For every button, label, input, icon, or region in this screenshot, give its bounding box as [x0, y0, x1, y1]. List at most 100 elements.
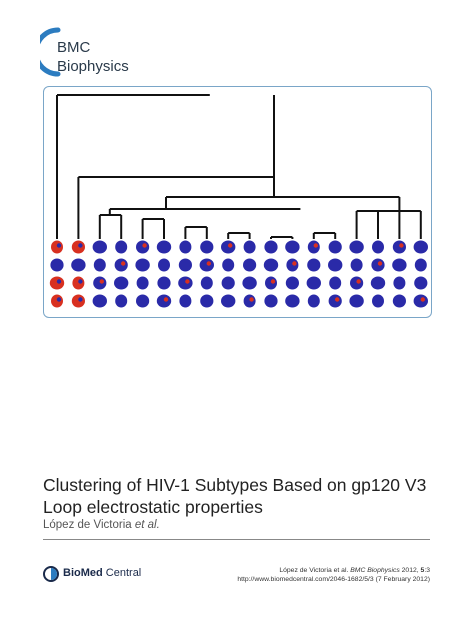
- citation-line1: López de Victoria et al. BMC Biophysics …: [237, 566, 430, 575]
- molecule-surface: [136, 276, 149, 290]
- molecule-surface: [370, 276, 386, 290]
- citation-block: López de Victoria et al. BMC Biophysics …: [237, 566, 430, 584]
- molecule-surface: [243, 240, 256, 254]
- molecule-surface: [92, 240, 107, 254]
- charge-patch: [228, 243, 233, 248]
- molecule-surface: [349, 240, 364, 254]
- charge-patch: [56, 261, 62, 266]
- molecule-surface: [115, 294, 128, 308]
- molecule-surface: [413, 240, 428, 254]
- molecule-surface: [306, 276, 321, 290]
- dendrogram-figure: [49, 94, 428, 308]
- logo-arc-icon: [40, 27, 61, 77]
- charge-patch: [56, 297, 62, 302]
- molecule-surface: [264, 294, 278, 308]
- charge-patch: [163, 297, 169, 302]
- molecule-surface: [93, 258, 106, 272]
- citation-year: 2012,: [399, 567, 421, 574]
- author-suffix: et al.: [134, 519, 160, 531]
- molecule-surface: [221, 276, 235, 290]
- molecule-surface: [221, 294, 236, 308]
- charge-patch: [56, 243, 62, 248]
- molecule-surface: [350, 276, 364, 290]
- molecule-surface: [179, 240, 192, 254]
- molecule-surface: [392, 294, 406, 308]
- molecule-surface: [51, 294, 63, 308]
- molecule-surface: [92, 294, 107, 308]
- molecule-surface: [200, 240, 214, 254]
- publisher-name-regular: Central: [102, 567, 142, 579]
- cover-figure: [43, 86, 432, 318]
- molecule-surface: [285, 294, 300, 308]
- molecule-surface: [329, 276, 342, 290]
- molecule-surface: [199, 258, 214, 272]
- charge-patch: [399, 243, 404, 248]
- molecule-surface: [178, 258, 192, 272]
- charge-patch: [78, 279, 83, 284]
- molecule-surface: [264, 240, 278, 254]
- charge-patch: [377, 261, 383, 266]
- charge-patch: [121, 261, 126, 266]
- molecule-surface: [372, 294, 384, 308]
- molecule-surface: [136, 240, 150, 254]
- molecule-surface: [221, 240, 236, 254]
- biomed-central-icon: [43, 566, 59, 582]
- molecule-surface: [285, 276, 299, 290]
- molecule-surface: [307, 240, 320, 254]
- molecule-surface: [156, 240, 172, 254]
- charge-patch: [292, 261, 297, 266]
- molecule-surface: [178, 276, 193, 290]
- molecule-surface: [157, 276, 171, 290]
- charge-patch: [335, 297, 340, 302]
- molecule-surface: [49, 276, 65, 290]
- molecule-surface: [115, 240, 128, 254]
- charge-patch: [78, 243, 83, 248]
- charge-patch: [270, 279, 276, 284]
- molecule-surface: [71, 294, 85, 308]
- molecule-surface: [349, 294, 364, 308]
- molecule-surface: [328, 294, 342, 308]
- molecule-surface: [392, 258, 407, 272]
- molecule-surface: [242, 276, 257, 290]
- molecule-surface: [243, 294, 256, 308]
- citation-volume: 5: [420, 567, 425, 574]
- molecule-surface: [371, 258, 385, 272]
- molecule-surface: [51, 240, 63, 254]
- molecule-surface: [93, 276, 107, 290]
- journal-name: BMC Biophysics: [57, 38, 129, 76]
- molecule-surface: [307, 294, 320, 308]
- charge-patch: [78, 261, 83, 266]
- molecule-surface: [158, 258, 170, 272]
- molecule-surface: [372, 240, 384, 254]
- publisher-name: BioMed Central: [63, 567, 141, 579]
- charge-patch: [56, 279, 62, 284]
- charge-patch: [185, 279, 190, 284]
- molecule-surface: [414, 276, 428, 290]
- charge-patch: [78, 297, 83, 302]
- molecule-surface: [414, 258, 427, 272]
- citation-url: http://www.biomedcentral.com/2046-1682/5…: [237, 576, 430, 583]
- molecule-surface: [328, 240, 342, 254]
- molecule-surface: [265, 276, 277, 290]
- molecule-surface: [200, 294, 214, 308]
- molecule-surface: [135, 258, 150, 272]
- journal-name-line2: Biophysics: [57, 58, 129, 75]
- molecule-surface: [200, 276, 213, 290]
- molecule-surface: [413, 294, 428, 308]
- publisher-logo: BioMed Central: [43, 565, 153, 583]
- molecule-surface: [307, 258, 321, 272]
- author-name: López de Victoria: [43, 519, 132, 531]
- molecule-surface: [328, 258, 343, 272]
- molecule-surface: [50, 258, 64, 272]
- molecule-surface: [393, 276, 406, 290]
- journal-logo: BMC Biophysics: [40, 26, 160, 86]
- molecule-surface: [114, 276, 129, 290]
- title-divider: [43, 539, 430, 540]
- article-title: Clustering of HIV-1 Subtypes Based on gp…: [43, 475, 427, 517]
- molecule-surface: [263, 258, 279, 272]
- molecule-surface: [285, 240, 300, 254]
- citation-issue: :3: [424, 567, 430, 574]
- molecule-surface: [222, 258, 235, 272]
- charge-patch: [99, 279, 104, 284]
- charge-patch: [356, 279, 361, 284]
